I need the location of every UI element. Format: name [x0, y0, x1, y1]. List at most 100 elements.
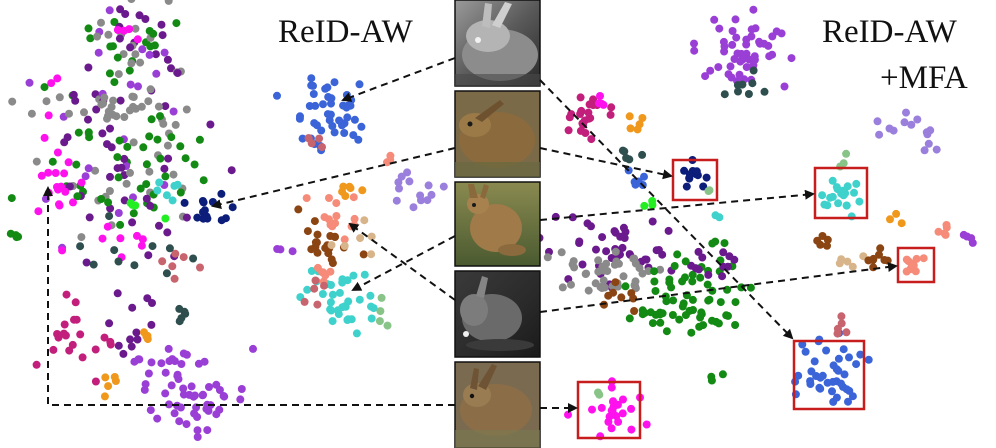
scatter-point-397 — [328, 122, 337, 130]
scatter-point-806 — [668, 311, 677, 319]
scatter-point-269 — [76, 330, 85, 339]
scatter-point-756 — [681, 257, 690, 266]
scatter-point-81 — [106, 172, 114, 181]
scatter-point-1 — [125, 66, 134, 75]
scatter-point-800 — [714, 319, 723, 328]
scatter-point-778 — [688, 277, 697, 286]
scatter-point-624 — [584, 108, 593, 117]
scatter-point-339 — [141, 380, 150, 389]
scatter-point-574 — [732, 33, 741, 42]
scatter-point-589 — [745, 55, 754, 64]
scatter-point-101 — [114, 209, 123, 217]
scatter-point-531 — [439, 182, 448, 191]
scatter-point-19 — [104, 30, 113, 39]
scatter-point-14 — [167, 64, 175, 73]
scatter-point-258 — [114, 257, 123, 266]
scatter-point-231 — [153, 186, 162, 195]
scatter-point-627 — [587, 135, 596, 144]
scatter-point-91 — [105, 187, 114, 195]
scatter-point-326 — [182, 420, 191, 429]
scatter-point-192 — [114, 173, 123, 182]
scatter-point-894 — [869, 263, 878, 272]
scatter-point-106 — [25, 78, 34, 87]
scatter-point-649 — [702, 173, 711, 182]
scatter-point-375 — [47, 79, 56, 88]
scatter-point-472 — [358, 186, 367, 195]
scatter-point-418 — [273, 91, 281, 100]
scatter-point-590 — [742, 63, 751, 72]
scatter-point-521 — [383, 321, 392, 330]
scatter-point-829 — [611, 278, 620, 287]
scatter-point-234 — [162, 191, 171, 200]
scatter-point-812 — [722, 311, 731, 320]
scatter-point-237 — [161, 214, 170, 223]
scatter-point-838 — [662, 327, 671, 336]
scatter-point-337 — [190, 409, 199, 418]
scatter-point-120 — [123, 142, 132, 151]
scatter-point-281 — [68, 340, 77, 349]
scatter-point-878 — [924, 139, 933, 148]
scatter-point-875 — [920, 146, 929, 155]
scatter-point-676 — [578, 260, 587, 269]
scatter-point-790 — [667, 283, 676, 292]
scatter-point-837 — [658, 309, 667, 318]
scatter-point-738 — [619, 272, 628, 281]
scatter-point-378 — [53, 148, 62, 157]
scatter-point-693 — [652, 246, 661, 255]
scatter-point-441 — [332, 199, 341, 208]
scatter-point-682 — [592, 245, 600, 254]
scatter-point-12 — [157, 20, 166, 29]
scatter-point-732 — [644, 267, 653, 275]
scatter-point-519 — [300, 297, 309, 306]
scatter-point-459 — [312, 238, 321, 247]
scatter-point-918 — [968, 238, 977, 247]
scatter-point-422 — [323, 110, 332, 119]
scatter-point-669 — [568, 213, 577, 222]
scatter-point-628 — [589, 95, 598, 104]
scatter-point-496 — [327, 281, 335, 289]
scatter-point-322 — [193, 426, 202, 435]
scatter-point-167 — [171, 120, 180, 129]
scatter-point-599 — [734, 87, 742, 96]
scatter-point-283 — [71, 298, 80, 307]
arrows — [43, 57, 898, 413]
scatter-point-924 — [856, 350, 865, 359]
scatter-point-117 — [145, 132, 154, 141]
scatter-point-285 — [62, 290, 71, 299]
scatter-point-684 — [658, 250, 667, 259]
scatter-point-172 — [80, 108, 88, 117]
scatter-point-792 — [651, 287, 660, 295]
frame-navy-cluster — [671, 158, 719, 202]
scatter-point-530 — [417, 196, 425, 205]
scatter-point-247 — [116, 234, 125, 243]
scatter-point-631 — [596, 92, 604, 100]
scatter-point-548 — [309, 90, 318, 98]
scatter-point-278 — [72, 315, 81, 324]
scatter-point-347 — [167, 381, 176, 390]
scatter-point-78 — [85, 213, 94, 222]
left-method-title: ReID-AW — [278, 14, 414, 50]
scatter-point-288 — [106, 340, 115, 349]
scatter-point-639 — [618, 146, 627, 155]
scatter-point-137 — [169, 170, 178, 179]
scatter-point-851 — [842, 201, 851, 210]
scatter-point-353 — [177, 360, 186, 368]
photo-rabbit-ir-2 — [454, 270, 541, 358]
scatter-point-26 — [138, 45, 147, 54]
scatter-point-294 — [128, 303, 137, 312]
scatter-point-132 — [114, 70, 123, 79]
arrow-ir2-to-left-salmon — [348, 222, 456, 301]
scatter-point-37 — [149, 29, 158, 38]
scatter-point-703 — [583, 219, 592, 228]
scatter-point-312 — [203, 426, 212, 435]
scatter-point-249 — [196, 263, 204, 272]
scatter-point-991 — [619, 395, 627, 404]
scatter-point-855 — [818, 191, 827, 200]
scatter-point-287 — [91, 377, 100, 386]
scatter-point-566 — [768, 32, 777, 41]
scatter-point-199 — [128, 218, 137, 227]
scatter-point-200 — [144, 251, 153, 260]
scatter-point-212 — [51, 169, 60, 177]
scatter-point-546 — [307, 74, 316, 83]
scatter-point-522 — [377, 293, 386, 302]
